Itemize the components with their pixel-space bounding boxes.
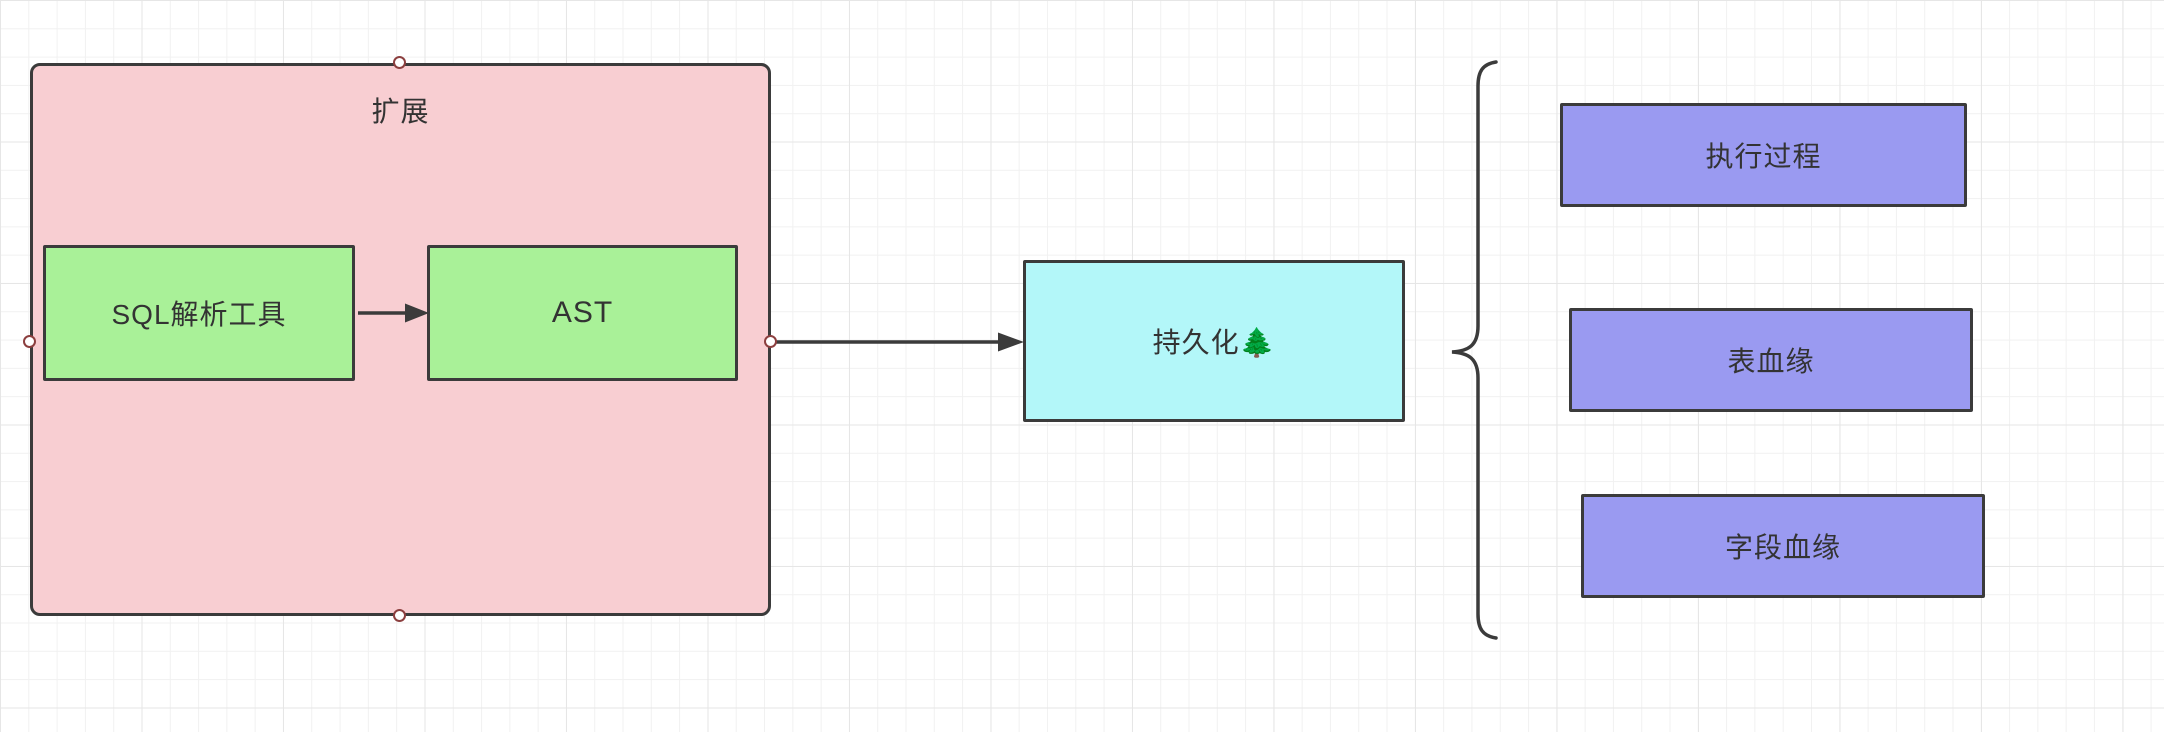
node-table-lineage-label: 表血缘 (1727, 346, 1815, 377)
node-persistence[interactable]: 持久化🌲 (1023, 260, 1405, 422)
node-execution-process-label: 执行过程 (1705, 141, 1822, 172)
node-ast[interactable]: AST (427, 245, 738, 381)
node-field-lineage[interactable]: 字段血缘 (1581, 494, 1985, 598)
node-field-lineage-label: 字段血缘 (1724, 532, 1841, 563)
node-ast-label: AST (551, 296, 614, 329)
node-execution-process[interactable]: 执行过程 (1560, 103, 1967, 207)
connection-handle-bottom[interactable] (393, 609, 406, 622)
node-sql-parser[interactable]: SQL解析工具 (43, 245, 355, 381)
node-sql-parser-label: SQL解析工具 (111, 299, 287, 330)
node-table-lineage[interactable]: 表血缘 (1569, 308, 1973, 412)
group-label: 扩展 (371, 96, 430, 127)
arrow-group-to-persistence[interactable] (773, 332, 1024, 352)
connection-handle-left[interactable] (23, 335, 36, 348)
curly-brace[interactable] (1451, 60, 1498, 640)
connection-handle-top[interactable] (393, 56, 406, 69)
connection-handle-right[interactable] (764, 335, 777, 348)
node-persistence-label: 持久化🌲 (1152, 327, 1276, 358)
